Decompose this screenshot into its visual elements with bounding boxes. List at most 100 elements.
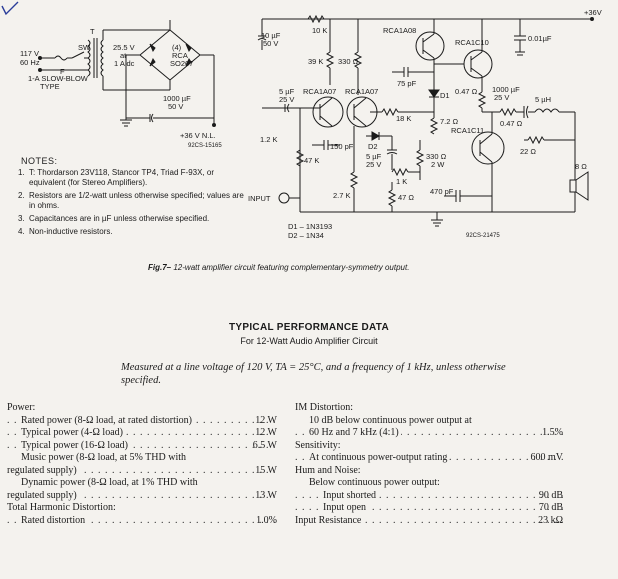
amp-drawing-code: 92CS-21475 xyxy=(466,233,500,239)
power-heading: Power: xyxy=(7,402,36,413)
spec-value: 6.5 W xyxy=(250,439,277,452)
sensitivity-heading: Sensitivity: xyxy=(295,439,341,451)
output-cap-value-label: 1000 µF xyxy=(492,85,520,94)
fuse-type-label-2: TYPE xyxy=(40,82,60,91)
handwritten-check-mark xyxy=(1,1,19,16)
spec-value: 12 W xyxy=(253,427,277,440)
c-75pf-label: 75 pF xyxy=(397,79,417,88)
spec-value: 15 W xyxy=(253,464,277,477)
spec-label: Rated distortion xyxy=(21,514,88,527)
q7a-label: RCA1A07 xyxy=(303,87,337,96)
spec-value: 90 dB xyxy=(536,489,563,502)
rectifier-type-label-2: SO267 xyxy=(170,59,194,68)
spec-label: Rated power (8-Ω load, at rated distorti… xyxy=(21,414,194,427)
spec-label: regulated supply) xyxy=(7,489,79,502)
d2-label: D2 xyxy=(368,142,378,151)
spec-value: 12 W xyxy=(253,414,277,427)
spec-row: . . . . . . . . . . . . . . . . . . . . … xyxy=(7,464,277,477)
supply-rail-label: +36V xyxy=(584,8,602,17)
power-supply-drawing xyxy=(38,20,216,127)
spec-label: At continuous power-output rating xyxy=(309,452,450,465)
r-047-lower-label: 0.47 Ω xyxy=(500,119,523,128)
mains-voltage-label: 117 V xyxy=(20,49,40,58)
note-text: Capacitances are in µF unless otherwise … xyxy=(29,214,210,223)
q11-label: RCA1C11 xyxy=(451,126,485,135)
switch-label: SW xyxy=(78,43,91,52)
spec-label-line: Dynamic power (8-Ω load, at 1% THD with xyxy=(21,477,198,488)
q8-label: RCA1A08 xyxy=(383,26,417,35)
hum-noise-heading: Hum and Noise: xyxy=(295,464,361,476)
c-5uf-lower-value-label: 5 µF xyxy=(366,152,382,161)
c-470pf-label: 470 pF xyxy=(430,187,454,196)
rectifier-count-label: (4) xyxy=(172,43,182,52)
q10-label: RCA1C10 xyxy=(455,38,489,47)
input-coupling-cap-value-label: 5 µF xyxy=(279,87,295,96)
performance-left-column: Power: . . . . . . . . . . . . . . . . .… xyxy=(7,402,277,527)
d1-type-label: D1 – 1N3193 xyxy=(288,222,333,231)
spec-label: Typical power (4-Ω load) xyxy=(21,427,125,440)
spec-value: 1.5% xyxy=(540,427,563,440)
fuse-label: F xyxy=(60,67,65,76)
amplifier-drawing xyxy=(257,14,594,227)
r-22-label: 22 Ω xyxy=(520,147,537,156)
inductor-label: 5 µH xyxy=(535,95,551,104)
note-number: 2. xyxy=(18,191,25,200)
performance-right-column: IM Distortion: 10 dB below continuous po… xyxy=(295,402,563,527)
note-item: 1. T: Thordarson 23V118, Stancor TP4, Tri… xyxy=(18,168,248,188)
note-number: 1. xyxy=(18,168,25,177)
figure-caption: Fig.7– 12-watt amplifier circuit featuri… xyxy=(148,263,468,273)
spec-row: . . . . . . . . . . . . . . . . . . . . … xyxy=(295,427,563,440)
notes-list: 1. T: Thordarson 23V118, Stancor TP4, Tri… xyxy=(18,168,248,240)
secondary-voltage-label: 25.5 V xyxy=(113,43,135,52)
c-5uf-lower-voltage-label: 25 V xyxy=(366,160,382,169)
note-number: 4. xyxy=(18,227,25,236)
r-330-label: 330 Ω xyxy=(338,57,359,66)
r-10k-label: 10 K xyxy=(312,26,328,35)
spec-row: . . . . . . . . . . . . . . . . . . . . … xyxy=(7,414,277,427)
note-text: T: Thordarson 23V118, Stancor TP4, Triad… xyxy=(29,168,214,187)
d1-label: D1 xyxy=(440,91,450,100)
mains-frequency-label: 60 Hz xyxy=(20,58,40,67)
spec-row: . . . . . . . . . . . . . . . . . . . . … xyxy=(295,502,563,515)
spec-label: 60 Hz and 7 kHz (4:1) xyxy=(309,427,401,440)
note-item: 2.Resistors are 1/2-watt unless otherwis… xyxy=(18,191,248,211)
performance-subtitle: For 12-Watt Audio Amplifier Circuit xyxy=(240,336,378,346)
spec-row: . . . . . . . . . . . . . . . . . . . . … xyxy=(7,489,277,502)
spec-row: . . . . . . . . . . . . . . . . . . . . … xyxy=(295,452,563,465)
r-47k-label: 47 K xyxy=(304,156,320,165)
spec-row: . . . . . . . . . . . . . . . . . . . . … xyxy=(295,489,563,502)
c-150pf-label: 150 pF xyxy=(330,142,354,151)
spec-value: 13 W xyxy=(253,489,277,502)
speaker-label: 8 Ω xyxy=(575,162,587,171)
r-47-label: 47 Ω xyxy=(398,193,415,202)
input-cap-voltage-label: 50 V xyxy=(263,39,279,48)
circuit-drawing xyxy=(38,14,594,227)
d2-type-label: D2 – 1N34 xyxy=(288,231,324,240)
r-047-upper-label: 0.47 Ω xyxy=(455,87,478,96)
spec-label: Typical power (16-Ω load) xyxy=(21,439,130,452)
r-39k-label: 39 K xyxy=(308,57,324,66)
spec-label-line: Music power (8-Ω load, at 5% THD with xyxy=(21,452,186,463)
figure-caption-text: 12-watt amplifier circuit featuring comp… xyxy=(173,263,410,272)
supply-output-label: +36 V N.L. xyxy=(180,131,216,140)
filter-cap-voltage-label: 50 V xyxy=(168,102,184,111)
spec-row: . . . . . . . . . . . . . . . . . . . . … xyxy=(7,514,277,527)
output-cap-voltage-label: 25 V xyxy=(494,93,510,102)
spec-label-line: 10 dB below continuous power output at xyxy=(309,414,472,426)
figure-number: Fig.7– xyxy=(148,263,172,272)
spec-row: . . . . . . . . . . . . . . . . . . . . … xyxy=(7,439,277,452)
thd-heading: Total Harmonic Distortion: xyxy=(7,502,116,513)
q7b-label: RCA1A07 xyxy=(345,87,379,96)
spec-value: 70 dB xyxy=(536,502,563,515)
fuse-type-label-1: 1-A SLOW-BLOW xyxy=(28,74,88,83)
r-2-7k-label: 2.7 K xyxy=(333,191,351,200)
r-330-2w-value-label: 330 Ω xyxy=(426,152,447,161)
input-terminal-label: INPUT xyxy=(248,194,271,203)
spec-label: Input Resistance xyxy=(295,514,364,527)
spec-label: Input open xyxy=(323,502,369,515)
im-distortion-heading: IM Distortion: xyxy=(295,402,354,413)
transformer-label: T xyxy=(90,27,95,36)
spec-value: 600 mV xyxy=(528,452,563,465)
spec-row: . . . . . . . . . . . . . . . . . . . . … xyxy=(295,514,563,527)
